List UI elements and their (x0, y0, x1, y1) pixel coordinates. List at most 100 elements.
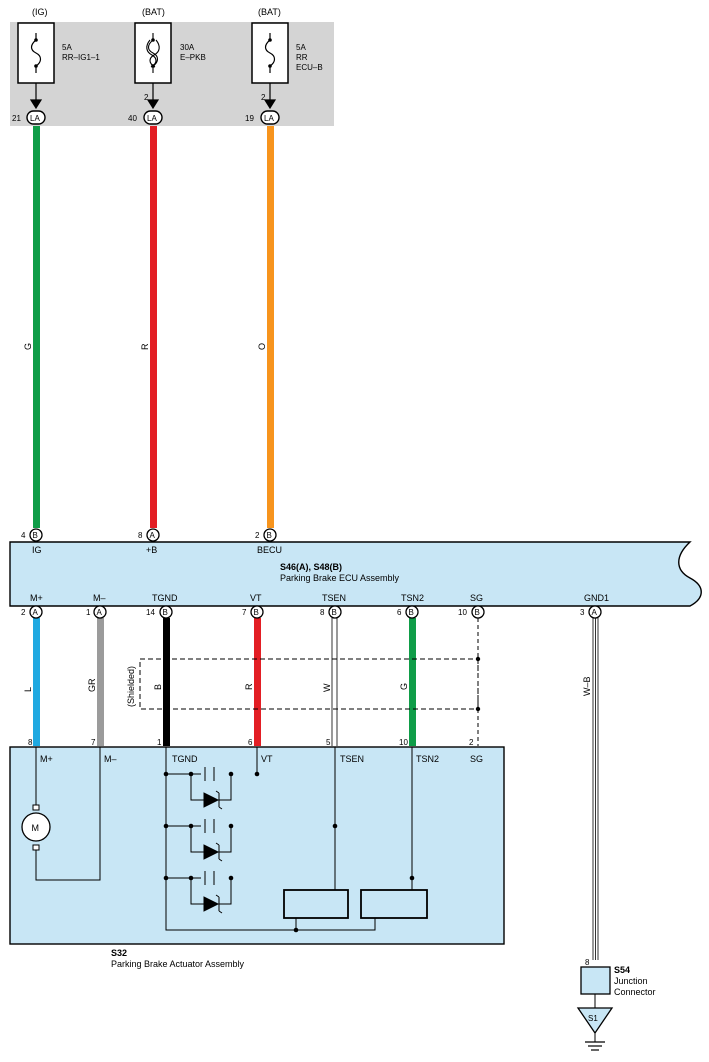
svg-text:VT: VT (250, 593, 262, 603)
terminal-tsn2: B 6 (397, 605, 419, 619)
svg-text:GR: GR (87, 678, 97, 692)
svg-text:W: W (322, 683, 332, 692)
actuator-labels: M+ M– TGND VT TSEN TSN2 SG (40, 754, 483, 764)
svg-text:G: G (399, 683, 409, 690)
svg-text:3: 3 (580, 608, 585, 617)
svg-text:7: 7 (242, 608, 247, 617)
actuator-name: Parking Brake Actuator Assembly (111, 959, 245, 969)
svg-text:8: 8 (320, 608, 325, 617)
svg-text:SG: SG (470, 593, 483, 603)
svg-text:M+: M+ (40, 754, 53, 764)
fuse-icon (30, 33, 42, 73)
svg-text:6: 6 (248, 738, 253, 747)
svg-text:B: B (163, 608, 168, 617)
ecu-label-b: +B (146, 545, 157, 555)
ecu-code: S46(A), S48(B) (280, 562, 342, 572)
svg-text:R: R (244, 683, 254, 690)
svg-text:S1: S1 (588, 1014, 598, 1023)
la-connector-1: LA 21 (12, 110, 46, 125)
fuse-e-pkb: (BAT) 30A E–PKB 2 (134, 7, 206, 102)
svg-text:B: B (475, 608, 480, 617)
svg-text:GND1: GND1 (584, 593, 609, 603)
svg-text:M: M (32, 823, 40, 833)
wire-code: R (140, 343, 150, 350)
svg-text:A: A (592, 608, 598, 617)
ecu-top-terminal-becu: B 2 (255, 528, 277, 542)
actuator-body (9, 746, 505, 945)
svg-text:TGND: TGND (172, 754, 198, 764)
ecu-label-ig: IG (32, 545, 42, 555)
fuse-pin-top: 2 (261, 93, 266, 102)
terminal-m-plus: A 2 (21, 605, 43, 619)
ecu-top-terminal-b: A 8 (138, 528, 160, 542)
svg-text:LA: LA (264, 114, 274, 123)
svg-text:B: B (254, 608, 259, 617)
sensor-box-2 (360, 889, 428, 919)
terminal-sg: B 10 (458, 605, 485, 619)
la-connector-2: LA 40 (128, 110, 163, 125)
svg-text:B: B (267, 531, 272, 540)
wire-l (33, 618, 40, 746)
la-connector-3: LA 19 (245, 110, 280, 125)
svg-text:B: B (153, 684, 163, 690)
fuse-icon (146, 33, 160, 73)
svg-text:8: 8 (28, 738, 33, 747)
fuse-icon (264, 33, 276, 73)
actuator-code: S32 (111, 948, 127, 958)
wire-r-lower (254, 618, 261, 746)
shield-box (139, 658, 479, 710)
svg-text:B: B (33, 531, 38, 540)
svg-text:B: B (409, 608, 414, 617)
pin-number: 19 (245, 114, 254, 123)
fuse-rr-ig1-1: (IG) 5A RR–IG1–1 (17, 7, 100, 84)
wire-o-upper (267, 126, 274, 528)
fuse-rating: 30A (180, 43, 195, 52)
wire-g-upper (33, 126, 40, 528)
pin-number: 21 (12, 114, 21, 123)
ecu-name: Parking Brake ECU Assembly (280, 573, 400, 583)
svg-text:6: 6 (397, 608, 402, 617)
svg-text:W–B: W–B (582, 676, 592, 696)
pin-number: 2 (255, 531, 260, 540)
svg-text:10: 10 (399, 738, 408, 747)
pin-number: 8 (138, 531, 143, 540)
svg-text:A: A (97, 608, 103, 617)
ecu-label-becu: BECU (257, 545, 282, 555)
wire-w (331, 618, 338, 746)
terminal-m-minus: A 1 (86, 605, 107, 619)
terminal-tsen: B 8 (320, 605, 342, 619)
pin-number: 40 (128, 114, 137, 123)
terminal-tgnd: B 14 (146, 605, 173, 619)
fuse-name-2: ECU–B (296, 63, 323, 72)
junction-box (580, 966, 611, 995)
wire-code: O (257, 343, 267, 350)
svg-text:LA: LA (147, 114, 157, 123)
svg-text:TGND: TGND (152, 593, 178, 603)
fuse-rating: 5A (62, 43, 72, 52)
junction-pin: 8 (585, 958, 590, 967)
junction-name: Junction (614, 976, 648, 986)
fuse-rr-ecu-b: (BAT) 5A RR ECU–B 2 (251, 7, 323, 102)
terminal-vt: B 7 (242, 605, 264, 619)
svg-text:1: 1 (86, 608, 91, 617)
wire-g-lower (409, 618, 416, 746)
fuse-name: RR–IG1–1 (62, 53, 100, 62)
fuse-source: (BAT) (142, 7, 165, 17)
fuse-name: RR (296, 53, 308, 62)
fuse-pin-top: 2 (144, 93, 149, 102)
svg-text:2: 2 (469, 738, 474, 747)
svg-text:A: A (150, 531, 156, 540)
junction-code: S54 (614, 965, 630, 975)
ecu-bottom-terminals: A 2 A 1 B 14 B 7 B 8 B 6 B (21, 605, 602, 619)
fuse-rating: 5A (296, 43, 306, 52)
ecu-body (9, 541, 702, 607)
svg-text:TSN2: TSN2 (416, 754, 439, 764)
fuse-source: (BAT) (258, 7, 281, 17)
svg-text:VT: VT (261, 754, 273, 764)
ground-icon: S1 (576, 1007, 614, 1051)
svg-text:2: 2 (21, 608, 26, 617)
svg-text:SG: SG (470, 754, 483, 764)
svg-text:TSEN: TSEN (340, 754, 364, 764)
